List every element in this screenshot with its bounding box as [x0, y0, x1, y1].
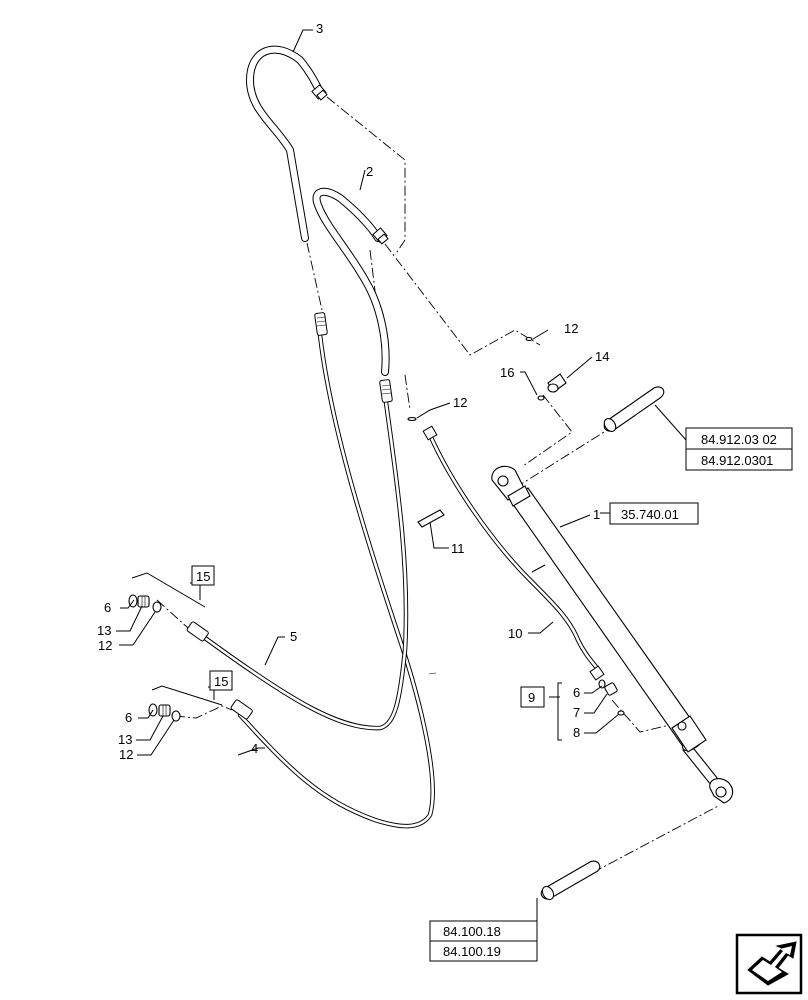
callout-13: 13	[118, 732, 132, 747]
hose-5	[186, 379, 437, 731]
callout-6: 6	[104, 600, 111, 615]
kit-box-9: 9	[520, 686, 545, 708]
callout-8: 8	[573, 725, 580, 740]
center-lines	[156, 96, 721, 899]
hydraulic-cylinder	[491, 465, 734, 804]
ref-pin-bottom-label-1[interactable]: 84.100.18	[443, 924, 501, 939]
ref-pin-top[interactable]: 84.912.03 02 84.912.0301	[685, 427, 793, 471]
callout-12: 12	[453, 395, 467, 410]
fitting-set-9	[598, 679, 625, 716]
callout-3: 3	[316, 21, 323, 36]
ref-pin-bottom-label-2[interactable]: 84.100.19	[443, 944, 501, 959]
pin-top	[603, 386, 665, 432]
callout-numbers: 3 2 12 14 16 12 11 1 10 5 4 6 13 12 6 13…	[97, 21, 609, 762]
fitting-set-lower	[148, 703, 181, 722]
callout-10: 10	[508, 626, 522, 641]
callout-7: 7	[573, 705, 580, 720]
fitting-set-upper	[128, 594, 162, 613]
callout-15: 15	[214, 674, 228, 689]
callout-4: 4	[251, 741, 258, 756]
leader-lines	[116, 29, 687, 921]
hose-4	[230, 312, 435, 829]
callout-15: 15	[196, 569, 210, 584]
ref-pin-top-label-1[interactable]: 84.912.03 02	[701, 432, 777, 447]
callout-14: 14	[595, 349, 609, 364]
callout-6: 6	[573, 685, 580, 700]
ref-pin-bottom[interactable]: 84.100.18 84.100.19	[429, 920, 538, 962]
ref-pin-top-label-2[interactable]: 84.912.0301	[701, 453, 773, 468]
hose-2	[312, 187, 390, 376]
kit-9-bracket	[549, 682, 562, 741]
callout-1: 1	[593, 507, 600, 522]
callout-12: 12	[119, 747, 133, 762]
ref-cylinder-label[interactable]: 35.740.01	[621, 507, 679, 522]
fitting-14	[547, 373, 567, 393]
clip-11	[417, 509, 445, 528]
oring-12-top	[525, 336, 533, 342]
oring-12-mid	[407, 416, 417, 422]
hose-3	[246, 45, 328, 242]
callout-12: 12	[98, 638, 112, 653]
tube-10	[422, 425, 605, 681]
callout-12: 12	[564, 321, 578, 336]
callout-5: 5	[290, 629, 297, 644]
callout-6: 6	[125, 710, 132, 725]
callout-16: 16	[500, 365, 514, 380]
ref-cylinder-35-740-01[interactable]: 35.740.01	[600, 502, 699, 525]
callout-11: 11	[451, 541, 465, 556]
kit-box-15-lower: 15	[209, 670, 233, 691]
pin-bottom	[540, 860, 601, 901]
callout-2: 2	[366, 164, 373, 179]
callout-9: 9	[528, 690, 535, 705]
next-page-arrow-icon[interactable]	[735, 933, 803, 995]
callout-13: 13	[97, 623, 111, 638]
kit-box-15-upper: 15	[191, 565, 215, 586]
oring-16	[537, 395, 545, 401]
